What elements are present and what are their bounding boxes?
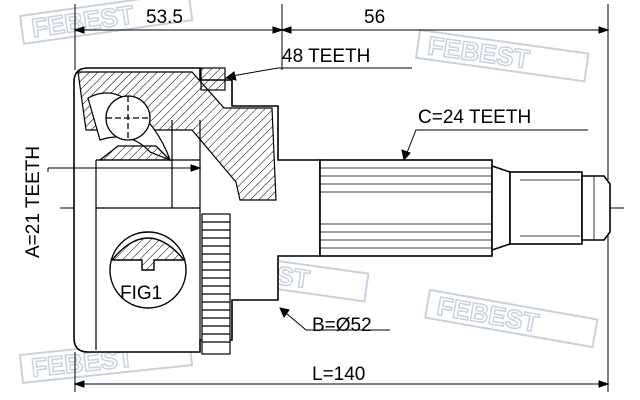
shaft-spline xyxy=(320,167,595,249)
outer-spline-block xyxy=(200,67,226,91)
svg-text:FEBEST: FEBEST xyxy=(435,291,541,338)
output-shaft xyxy=(319,159,611,257)
abs-ring-teeth-label: A=21 TEETH xyxy=(23,145,44,258)
total-length-label: L=140 xyxy=(312,364,366,385)
dimension-shaft-length: 56 xyxy=(364,7,386,28)
svg-text:FEBEST: FEBEST xyxy=(426,30,532,74)
outer-spline-label: 48 TEETH xyxy=(282,46,371,67)
svg-text:FEBEST: FEBEST xyxy=(30,0,136,43)
dimension-flange-length: 53.5 xyxy=(146,7,183,28)
ball-cage xyxy=(98,95,172,161)
fig1-label: FIG1 xyxy=(120,283,163,304)
shaft-spline-label: C=24 TEETH xyxy=(418,107,532,128)
fig1-detail-circle xyxy=(109,231,187,309)
dimension-lines xyxy=(73,4,610,392)
leader-lines xyxy=(47,67,588,331)
bore-diameter-label: B=Ø52 xyxy=(312,315,372,336)
abs-ring xyxy=(201,213,231,355)
